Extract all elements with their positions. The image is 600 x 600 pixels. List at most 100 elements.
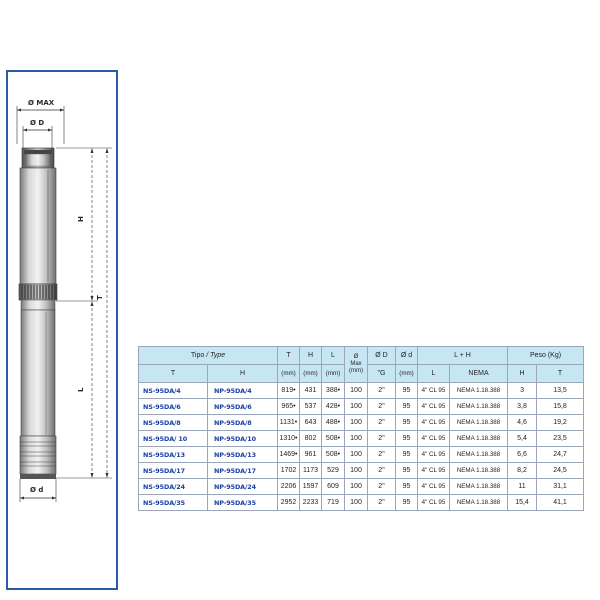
cell-L: 428• [321,398,345,415]
cell-d: 95 [395,494,418,511]
d-big-label: Ø D [30,119,44,127]
cell-nema: NEMA 1.18.388 [448,398,509,415]
header-mm-T: (mm) [277,364,300,383]
header-mm-d: (mm) [395,364,418,383]
cell-peso-T: 24,7 [536,446,585,463]
header-peso: Peso (Kg) [507,346,585,365]
header-mm-H: (mm) [299,364,322,383]
cell-D: 2" [367,478,396,495]
cell-peso-T: 13,5 [536,382,585,399]
model-ns: NS-95DA/13 [138,446,208,463]
header-H: H [299,346,322,365]
cell-L2: 4" CL 95 [417,494,450,511]
cell-nema: NEMA 1.18.388 [448,446,509,463]
cell-T: 1131• [277,414,300,431]
cell-D: 2" [367,446,396,463]
cell-D: 2" [367,430,396,447]
header-LH: L + H [416,346,509,365]
cell-d: 95 [395,462,418,479]
cell-peso-H: 11 [507,478,538,495]
cell-L: 609 [321,478,345,495]
header-L: L [321,346,345,365]
header-G: "G [367,364,396,383]
table-row: NS-95DA/8 NP-95DA/8 1131• 643 488• 100 2… [138,414,585,431]
cell-H: 1597 [299,478,322,495]
cell-dmax: 100 [344,462,368,479]
dim-dmax: Ø MAX [16,99,65,144]
cell-d: 95 [395,398,418,415]
header-sub-L: L [417,364,450,383]
model-np: NP-95DA/4 [207,382,278,399]
cell-L2: 4" CL 95 [417,414,450,431]
dim-vertical: H L T [56,147,112,479]
cell-T: 965• [277,398,300,415]
pump-drawing: Ø MAX Ø D [16,99,112,502]
cell-nema: NEMA 1.18.388 [448,478,509,495]
model-np: NP-95DA/35 [207,494,278,511]
cell-L: 529 [321,462,345,479]
cell-d: 95 [395,382,418,399]
cell-D: 2" [367,382,396,399]
model-ns: NS-95DA/ 10 [138,430,208,447]
cell-D: 2" [367,414,396,431]
cell-H: 643 [299,414,322,431]
cell-L2: 4" CL 95 [417,382,450,399]
cell-L2: 4" CL 95 [417,430,450,447]
cell-peso-T: 19,2 [536,414,585,431]
model-np: NP-95DA/8 [207,414,278,431]
cell-nema: NEMA 1.18.388 [448,430,509,447]
model-np: NP-95DA/6 [207,398,278,415]
table-row: NS-95DA/35 NP-95DA/35 2952 2233 719 100 … [138,494,585,511]
table-row: NS-95DA/ 10 NP-95DA/10 1310• 802 508• 10… [138,430,585,447]
cell-D: 2" [367,494,396,511]
model-ns: NS-95DA/24 [138,478,208,495]
model-np: NP-95DA/17 [207,462,278,479]
d-small-label: Ø d [30,486,43,494]
table-row: NS-95DA/6 NP-95DA/6 965• 537 428• 100 2"… [138,398,585,415]
dmax-label: Ø MAX [28,99,55,107]
cell-peso-H: 15,4 [507,494,538,511]
cell-L2: 4" CL 95 [417,478,450,495]
cell-peso-H: 3 [507,382,538,399]
cell-L: 508• [321,446,345,463]
cell-peso-T: 15,8 [536,398,585,415]
cell-H: 1173 [299,462,322,479]
cell-peso-T: 41,1 [536,494,585,511]
cell-peso-H: 5,4 [507,430,538,447]
table-row: NS-95DA/4 NP-95DA/4 819• 431 388• 100 2"… [138,382,585,399]
cell-T: 2952 [277,494,300,511]
dim-d-small: Ø d [19,479,57,502]
cell-d: 95 [395,430,418,447]
table-row: NS-95DA/24 NP-95DA/24 2206 1597 609 100 … [138,478,585,495]
cell-L: 488• [321,414,345,431]
model-ns: NS-95DA/8 [138,414,208,431]
cell-d: 95 [395,414,418,431]
model-np: NP-95DA/10 [207,430,278,447]
cell-d: 95 [395,446,418,463]
cell-T: 1310• [277,430,300,447]
cell-L: 508• [321,430,345,447]
model-np: NP-95DA/24 [207,478,278,495]
cell-nema: NEMA 1.18.388 [448,494,509,511]
cell-nema: NEMA 1.18.388 [448,382,509,399]
header-sub-H: H [207,364,278,383]
cell-T: 1469• [277,446,300,463]
model-ns: NS-95DA/6 [138,398,208,415]
header-mm-L: (mm) [321,364,345,383]
cell-nema: NEMA 1.18.388 [448,462,509,479]
pump-drawing-panel: Ø MAX Ø D [6,70,118,590]
cell-dmax: 100 [344,446,368,463]
cell-peso-H: 3,8 [507,398,538,415]
header-T: T [277,346,300,365]
cell-L2: 4" CL 95 [417,398,450,415]
cell-H: 961 [299,446,322,463]
table-row: NS-95DA/17 NP-95DA/17 1702 1173 529 100 … [138,462,585,479]
cell-dmax: 100 [344,382,368,399]
header-row-2: T H (mm) (mm) (mm) "G (mm) L NEMA H T [138,364,585,383]
table-row: NS-95DA/13 NP-95DA/13 1469• 961 508• 100… [138,446,585,463]
cell-dmax: 100 [344,398,368,415]
cell-H: 2233 [299,494,322,511]
cell-T: 1702 [277,462,300,479]
